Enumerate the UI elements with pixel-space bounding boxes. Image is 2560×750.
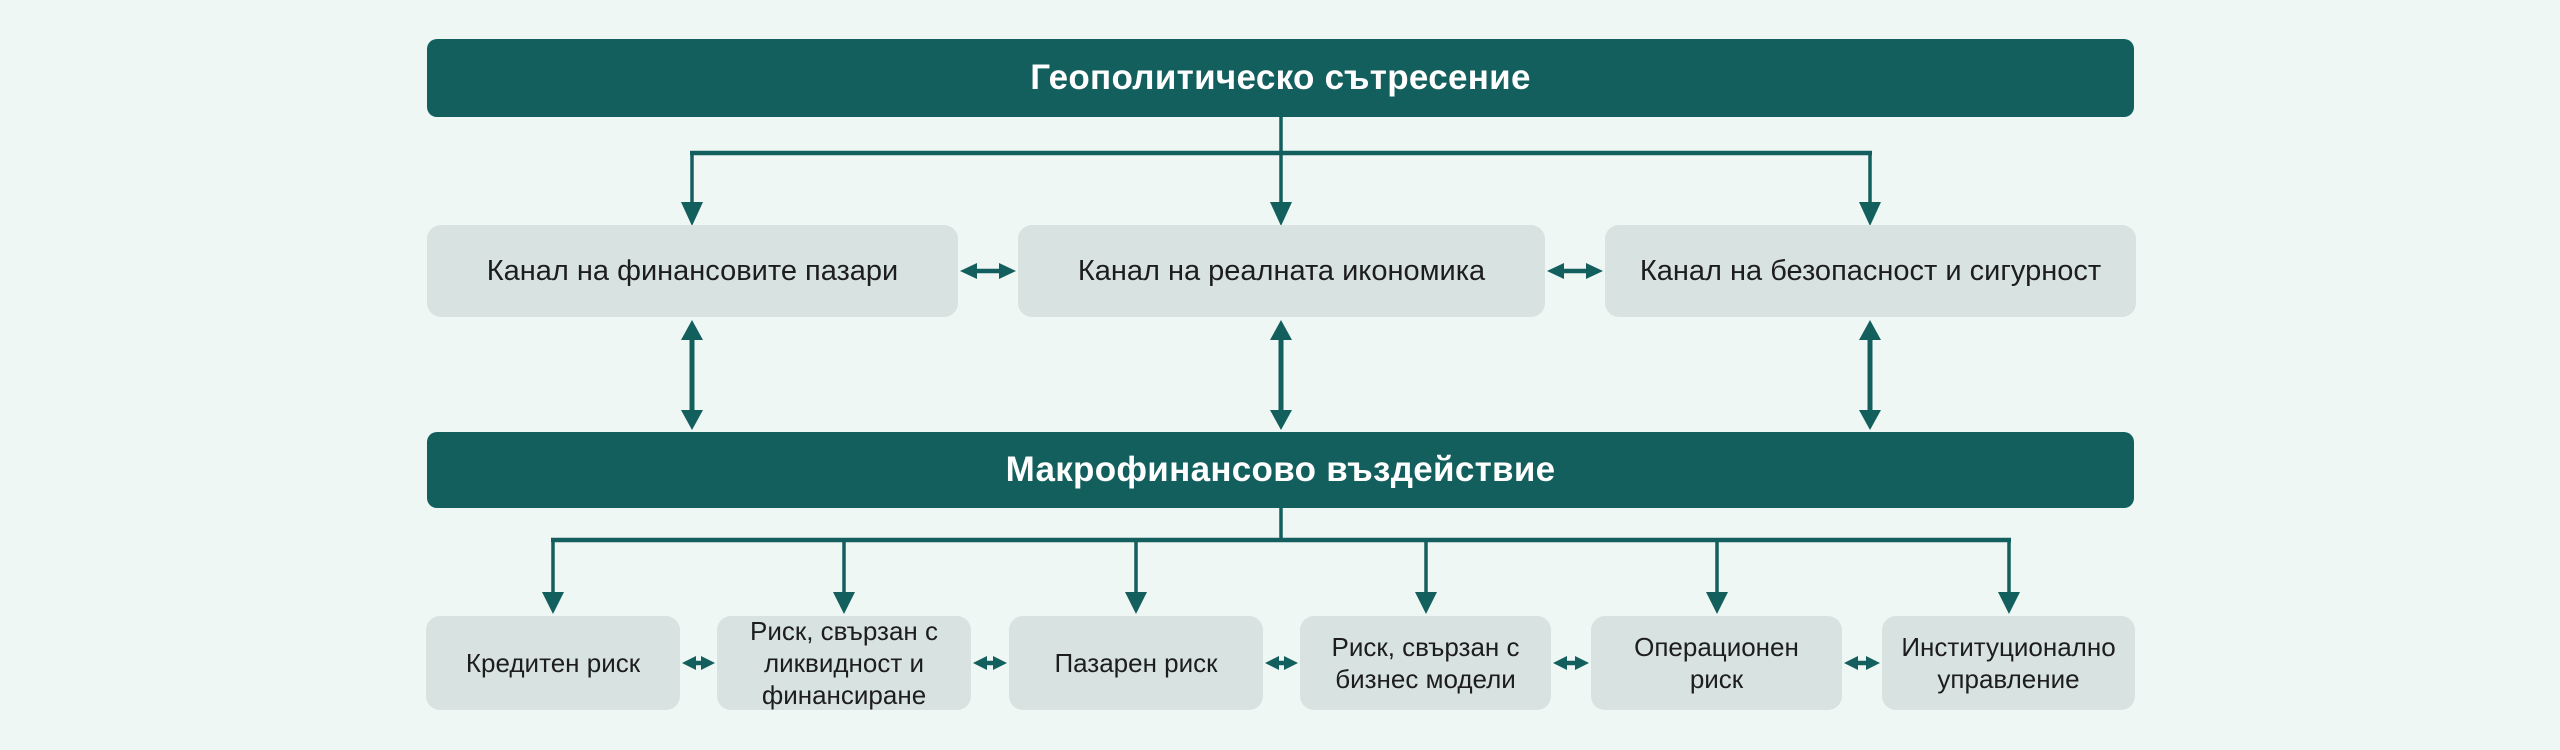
risk-box-credit: Кредитен риск	[426, 616, 680, 710]
risk-box-label: Кредитен риск	[465, 647, 641, 678]
top-banner-geopolitical-shock: Геополитическо сътресение	[427, 39, 2134, 117]
risk-horizontal-arrows	[682, 656, 1880, 670]
top-banner-label: Геополитическо сътресение	[1030, 58, 1531, 97]
risk-box-label: Пазарен риск	[1054, 647, 1218, 678]
middle-banner-macrofinancial-impact: Макрофинансово въздействие	[427, 432, 2134, 508]
risk-box-business-model: Риск, свързан с бизнес модели	[1300, 616, 1551, 710]
channel-box-real-economy: Канал на реалната икономика	[1018, 225, 1545, 317]
channel-box-financial-markets: Канал на финансовите пазари	[427, 225, 958, 317]
channel-horizontal-arrows	[960, 263, 1603, 279]
channel-box-label: Канал на безопасност и сигурност	[1639, 254, 2102, 287]
top-branch-connector	[681, 117, 1881, 226]
bottom-branch-connector	[542, 508, 2020, 614]
risk-box-institutional-governance: Институционално управление	[1882, 616, 2135, 710]
risk-box-operational: Операционен риск	[1591, 616, 1842, 710]
risk-box-liquidity-funding: Риск, свързан с ликвидност и финансиране	[717, 616, 971, 710]
risk-box-market: Пазарен риск	[1009, 616, 1263, 710]
risk-box-label: Операционен риск	[1634, 631, 1799, 694]
channel-impact-arrows	[681, 320, 1881, 430]
channel-box-label: Канал на реалната икономика	[1077, 254, 1486, 287]
risk-box-label: Риск, свързан с бизнес модели	[1331, 631, 1520, 694]
channel-box-label: Канал на финансовите пазари	[486, 254, 899, 287]
risk-box-label: Институционално управление	[1901, 631, 2116, 694]
middle-banner-label: Макрофинансово въздействие	[1005, 450, 1556, 489]
channel-box-safety-security: Канал на безопасност и сигурност	[1605, 225, 2136, 317]
risk-box-label: Риск, свързан с ликвидност и финансиране	[749, 615, 939, 711]
